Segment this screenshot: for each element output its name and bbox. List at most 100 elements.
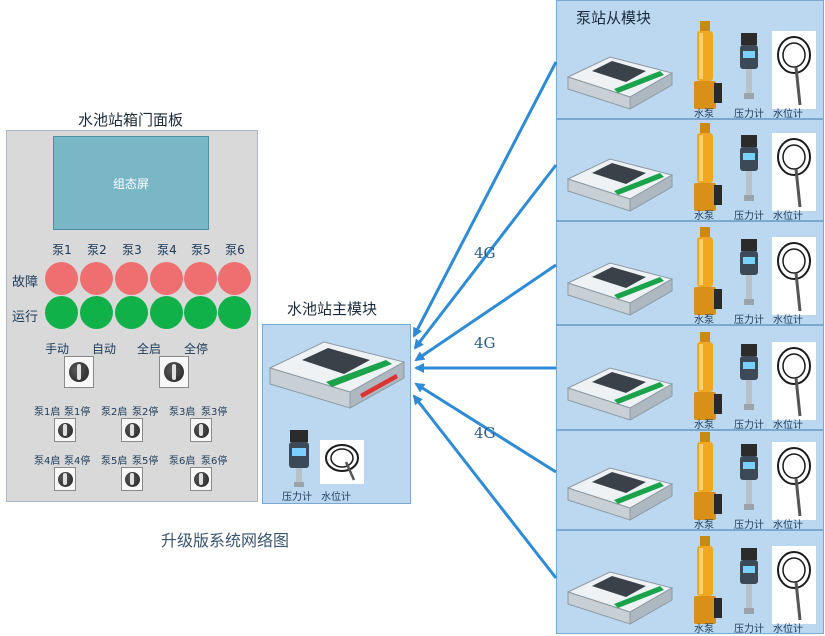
switch-knob-icon	[164, 362, 184, 382]
water-level-meter-icon	[772, 133, 816, 211]
master-controller-icon	[268, 341, 406, 409]
pump5-switch[interactable]	[121, 467, 143, 491]
slave-controller-icon	[566, 367, 674, 421]
pump5-start-label: 泵5启	[101, 456, 128, 467]
all-start-stop-switch[interactable]	[159, 356, 189, 388]
slave-level-label: 水位计	[773, 109, 803, 120]
switch-knob-icon	[57, 422, 73, 438]
fault-lamp-1	[45, 262, 78, 295]
fault-lamp-2	[80, 262, 113, 295]
run-lamp-2	[80, 296, 113, 329]
fault-lamp-6	[218, 262, 251, 295]
slave-pump-label: 水泵	[694, 109, 714, 120]
hmi-screen: 组态屏	[53, 136, 209, 230]
run-lamp-3	[115, 296, 148, 329]
switch-knob-icon	[193, 422, 209, 438]
water-pump-icon	[694, 332, 722, 420]
slave-pressure-label: 压力计	[734, 520, 764, 531]
uplink-arrow-1	[412, 61, 558, 338]
pump3-switch[interactable]	[190, 418, 212, 442]
pump-label-1: 泵1	[52, 243, 72, 257]
water-level-meter-icon	[772, 31, 816, 109]
slave-level-label: 水位计	[773, 211, 803, 222]
water-pump-icon	[694, 123, 722, 211]
pump6-switch[interactable]	[190, 467, 212, 491]
water-level-meter-icon	[772, 546, 816, 624]
manual-auto-switch[interactable]	[64, 356, 94, 388]
water-pump-icon	[694, 432, 722, 520]
panel-title: 水池站箱门面板	[78, 111, 184, 129]
pressure-gauge-icon	[740, 344, 758, 410]
pump-label-6: 泵6	[225, 243, 245, 257]
fault-lamp-3	[115, 262, 148, 295]
pump-label-5: 泵5	[191, 243, 211, 257]
pump-label-4: 泵4	[157, 243, 177, 257]
switch-knob-icon	[124, 422, 140, 438]
mode-label-auto: 自动	[92, 342, 117, 356]
slave-pressure-label: 压力计	[734, 624, 764, 635]
water-pump-icon	[694, 536, 722, 624]
water-level-meter-icon	[772, 342, 816, 420]
pump2-switch[interactable]	[121, 418, 143, 442]
run-lamp-6	[218, 296, 251, 329]
pressure-gauge-icon	[740, 239, 758, 305]
pump3-start-label: 泵3启	[169, 407, 196, 418]
run-lamp-1	[45, 296, 78, 329]
slave-controller-icon	[566, 467, 674, 521]
slave-pump-label: 水泵	[694, 420, 714, 431]
slave-pump-label: 水泵	[694, 520, 714, 531]
pump2-start-label: 泵2启	[101, 407, 128, 418]
slave-level-label: 水位计	[773, 624, 803, 635]
master-pressure-label: 压力计	[282, 492, 312, 503]
mode-label-all-start: 全启	[137, 342, 162, 356]
pump-label-2: 泵2	[87, 243, 107, 257]
pump1-start-label: 泵1启	[34, 407, 61, 418]
slave-pump-label: 水泵	[694, 624, 714, 635]
water-pump-icon	[694, 227, 722, 315]
pressure-gauge-icon	[740, 33, 758, 99]
pump6-stop-label: 泵6停	[201, 456, 228, 467]
hmi-screen-label: 组态屏	[112, 176, 149, 191]
pump1-stop-label: 泵1停	[64, 407, 91, 418]
link-label-3: 4G	[474, 424, 496, 442]
water-level-meter-icon	[772, 237, 816, 315]
switch-knob-icon	[69, 362, 89, 382]
slave-pump-label: 水泵	[694, 315, 714, 326]
water-pump-icon	[694, 21, 722, 109]
run-lamp-5	[184, 296, 217, 329]
slave-pump-label: 水泵	[694, 211, 714, 222]
slave-controller-icon	[566, 56, 674, 110]
slave-controller-icon	[566, 571, 674, 625]
pressure-gauge-icon	[740, 444, 758, 510]
fault-row-label: 故障	[12, 275, 39, 290]
slave-controller-icon	[566, 262, 674, 316]
link-label-2: 4G	[474, 334, 496, 352]
slave-pressure-label: 压力计	[734, 420, 764, 431]
master-level-label: 水位计	[321, 492, 351, 503]
pump4-stop-label: 泵4停	[64, 456, 91, 467]
run-row-label: 运行	[12, 310, 39, 325]
mode-label-all-stop: 全停	[184, 342, 209, 356]
switch-knob-icon	[124, 471, 140, 487]
pressure-gauge-icon	[740, 135, 758, 201]
slave-pressure-label: 压力计	[734, 211, 764, 222]
pump2-stop-label: 泵2停	[132, 407, 159, 418]
pump5-stop-label: 泵5停	[132, 456, 159, 467]
fault-lamp-5	[184, 262, 217, 295]
slave-controller-icon	[566, 158, 674, 212]
slave-level-label: 水位计	[773, 520, 803, 531]
pump3-stop-label: 泵3停	[201, 407, 228, 418]
slave-level-label: 水位计	[773, 315, 803, 326]
run-lamp-4	[150, 296, 183, 329]
slave-pressure-label: 压力计	[734, 315, 764, 326]
fault-lamp-4	[150, 262, 183, 295]
link-label-1: 4G	[474, 244, 496, 262]
master-title: 水池站主模块	[287, 300, 378, 318]
pressure-gauge-icon	[289, 430, 309, 487]
pump4-switch[interactable]	[54, 467, 76, 491]
slave-title: 泵站从模块	[576, 9, 652, 27]
switch-knob-icon	[57, 471, 73, 487]
pump4-start-label: 泵4启	[34, 456, 61, 467]
water-level-meter-icon	[320, 440, 364, 484]
pump1-switch[interactable]	[54, 418, 76, 442]
